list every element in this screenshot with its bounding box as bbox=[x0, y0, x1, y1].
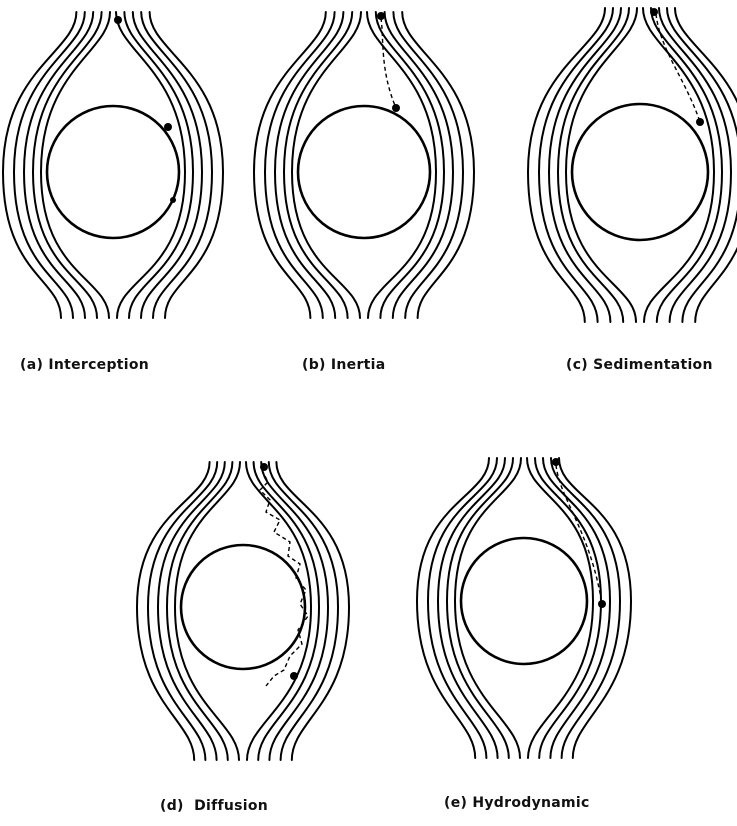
caption-inertia: (b) Inertia bbox=[302, 357, 386, 373]
particle bbox=[392, 104, 400, 112]
caption-hydrodynamic: (e) Hydrodynamic bbox=[444, 795, 590, 811]
particle bbox=[114, 16, 122, 24]
particle-trajectory bbox=[656, 14, 700, 122]
particle bbox=[290, 672, 298, 680]
panel-hydrodynamic bbox=[417, 458, 631, 758]
particle bbox=[650, 8, 658, 16]
caption-diffusion: (d) Diffusion bbox=[160, 798, 268, 814]
particle bbox=[598, 600, 606, 608]
particle-trajectory bbox=[381, 18, 396, 108]
panel-sedimentation bbox=[528, 8, 737, 322]
caption-interception: (a) Interception bbox=[20, 357, 149, 373]
collector-sphere bbox=[47, 106, 179, 238]
collector-sphere bbox=[181, 545, 305, 669]
streamline bbox=[675, 8, 737, 322]
caption-sedimentation: (c) Sedimentation bbox=[566, 357, 713, 373]
particle bbox=[164, 123, 172, 131]
panel-inertia bbox=[254, 12, 474, 318]
streamline bbox=[167, 462, 232, 760]
collector-sphere bbox=[572, 104, 708, 240]
particle bbox=[696, 118, 704, 126]
panel-diffusion bbox=[137, 462, 349, 760]
collector-sphere bbox=[461, 538, 587, 664]
particle bbox=[552, 458, 560, 466]
streamline bbox=[254, 462, 319, 760]
panel-interception bbox=[3, 12, 223, 318]
particle bbox=[170, 197, 176, 203]
particle bbox=[260, 463, 268, 471]
collector-sphere bbox=[298, 106, 430, 238]
